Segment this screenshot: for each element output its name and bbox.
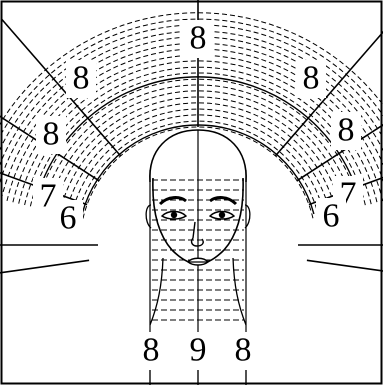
neck-left bbox=[150, 258, 163, 325]
zone-label-bottom-center: 9 bbox=[190, 332, 207, 369]
zone-label-mid-right: 8 bbox=[338, 112, 355, 149]
zone-label-mid-left: 8 bbox=[43, 116, 60, 153]
zone-label-bottom-left: 8 bbox=[143, 332, 160, 369]
zone-label-top: 8 bbox=[190, 20, 207, 57]
section-spoke bbox=[0, 260, 89, 279]
zone-label-right-6: 6 bbox=[323, 198, 340, 235]
bottom-ticks bbox=[150, 368, 246, 385]
zone-label-upper-right: 8 bbox=[303, 60, 320, 97]
zone-label-upper-left: 8 bbox=[73, 60, 90, 97]
zone-label-left-6: 6 bbox=[60, 200, 77, 237]
zone-label-bottom-right: 8 bbox=[235, 332, 252, 369]
left-pupil bbox=[171, 212, 177, 218]
section-spoke bbox=[307, 260, 383, 279]
neck-right bbox=[233, 258, 246, 325]
right-pupil bbox=[219, 212, 225, 218]
